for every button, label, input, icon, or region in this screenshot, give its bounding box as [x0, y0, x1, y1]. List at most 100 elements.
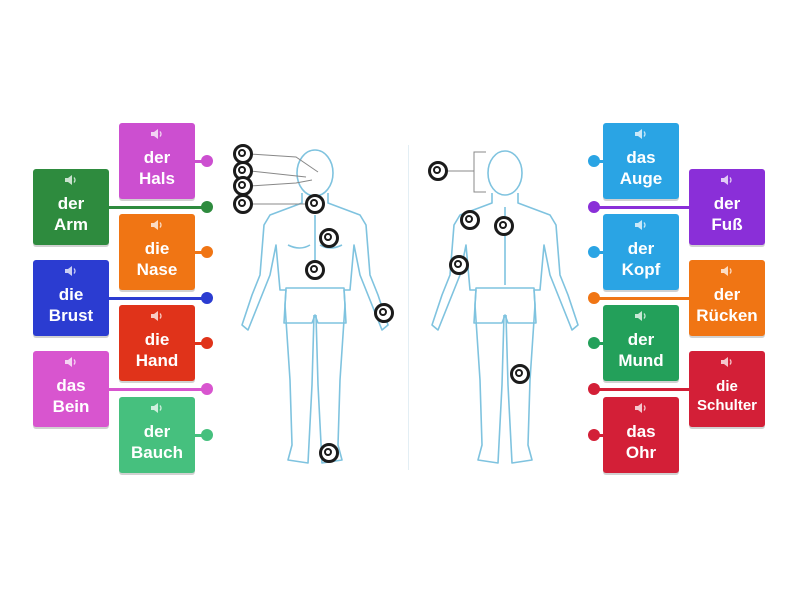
- connector-line: [109, 206, 207, 209]
- speaker-icon[interactable]: [634, 310, 648, 322]
- connector-line: [594, 206, 689, 209]
- drop-target[interactable]: [319, 228, 339, 248]
- drop-target[interactable]: [449, 255, 469, 275]
- tile-noun: Arm: [53, 215, 88, 234]
- tile-noun: Rücken: [696, 306, 758, 325]
- drop-target[interactable]: [305, 260, 325, 280]
- tile-article: die: [716, 378, 738, 395]
- speaker-icon[interactable]: [150, 219, 164, 231]
- connector-line: [109, 388, 207, 391]
- tile-noun: Mund: [618, 351, 664, 370]
- connector-handle[interactable]: [588, 337, 600, 349]
- tile-noun: Auge: [619, 169, 663, 188]
- tile-noun: Hals: [139, 169, 175, 188]
- speaker-icon[interactable]: [150, 128, 164, 140]
- connector-handle[interactable]: [201, 429, 213, 441]
- drop-target[interactable]: [319, 443, 339, 463]
- tile-article: die: [144, 330, 170, 349]
- connector-handle[interactable]: [201, 246, 213, 258]
- tile-noun: Bein: [52, 397, 90, 416]
- tile-article: das: [626, 148, 656, 167]
- connector-handle[interactable]: [201, 383, 213, 395]
- speaker-icon[interactable]: [634, 402, 648, 414]
- speaker-icon[interactable]: [634, 128, 648, 140]
- connector-handle[interactable]: [588, 155, 600, 167]
- tile-article: die: [144, 239, 170, 258]
- speaker-icon[interactable]: [64, 174, 78, 186]
- connector-handle[interactable]: [201, 201, 213, 213]
- connector-line: [594, 297, 689, 300]
- connector-handle[interactable]: [588, 292, 600, 304]
- tile-noun: Nase: [136, 260, 178, 279]
- drop-target[interactable]: [374, 303, 394, 323]
- tile-article: der: [143, 422, 171, 441]
- speaker-icon[interactable]: [64, 356, 78, 368]
- drop-target[interactable]: [305, 194, 325, 214]
- connector-handle[interactable]: [201, 337, 213, 349]
- front-body-figure: [241, 149, 389, 464]
- tile-noun: Schulter: [696, 397, 757, 414]
- tile-article: der: [143, 148, 171, 167]
- tile-article: das: [56, 376, 86, 395]
- speaker-icon[interactable]: [150, 310, 164, 322]
- connector-handle[interactable]: [588, 246, 600, 258]
- connector-line: [109, 297, 207, 300]
- tile-noun: Bauch: [131, 443, 183, 462]
- connector-handle[interactable]: [201, 155, 213, 167]
- drop-target[interactable]: [460, 210, 480, 230]
- divider-line: [408, 145, 409, 470]
- connector-handle[interactable]: [201, 292, 213, 304]
- speaker-icon[interactable]: [64, 265, 78, 277]
- tile-article: der: [627, 239, 655, 258]
- speaker-icon[interactable]: [720, 356, 734, 368]
- tile-noun: Fuß: [711, 215, 743, 234]
- drop-target[interactable]: [494, 216, 514, 236]
- speaker-icon[interactable]: [150, 402, 164, 414]
- drop-target[interactable]: [233, 176, 253, 196]
- connector-handle[interactable]: [588, 383, 600, 395]
- tile-article: die: [58, 285, 84, 304]
- connector-line: [594, 388, 689, 391]
- speaker-icon[interactable]: [720, 174, 734, 186]
- speaker-icon[interactable]: [634, 219, 648, 231]
- tile-article: das: [626, 422, 656, 441]
- tile-noun: Ohr: [625, 443, 657, 462]
- tile-article: der: [713, 285, 741, 304]
- drop-target[interactable]: [510, 364, 530, 384]
- connector-handle[interactable]: [588, 201, 600, 213]
- tile-article: der: [57, 194, 85, 213]
- drop-target[interactable]: [233, 194, 253, 214]
- speaker-icon[interactable]: [720, 265, 734, 277]
- tile-noun: Hand: [135, 351, 179, 370]
- drop-target[interactable]: [428, 161, 448, 181]
- connector-handle[interactable]: [588, 429, 600, 441]
